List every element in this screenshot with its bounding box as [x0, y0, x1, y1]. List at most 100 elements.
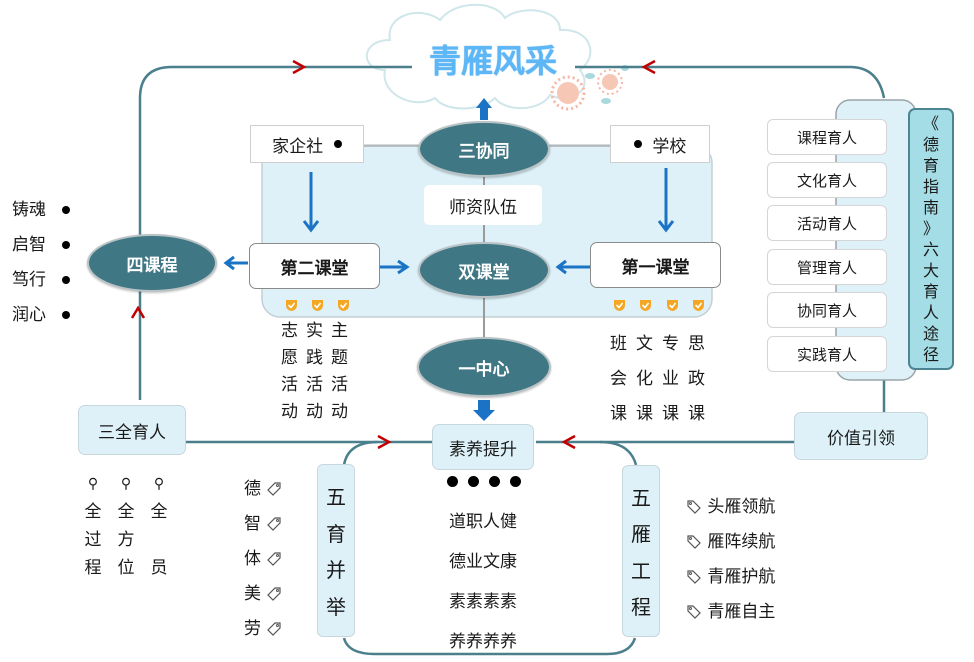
five-geese-list: 头雁领航 雁阵续航 青雁护航 青雁自主	[686, 490, 775, 630]
char: 全	[84, 502, 102, 522]
char: 活	[281, 375, 298, 395]
item-label: 青雁自主	[707, 602, 776, 622]
tag-icon	[267, 482, 282, 496]
list-item: 铸魂	[12, 193, 71, 228]
literacy-row: 养养养养	[449, 632, 517, 652]
blue-arrows	[223, 168, 675, 275]
char: 指	[922, 177, 939, 196]
six-ways-item: 活动育人	[767, 205, 887, 241]
flower-icon: ⚲	[120, 476, 132, 492]
char: 活	[331, 375, 348, 395]
item-label: 润心	[12, 305, 46, 325]
char: 践	[306, 348, 323, 368]
tag-icon	[267, 517, 282, 531]
char: 方	[117, 530, 135, 550]
literacy-row: 道职人健	[449, 512, 517, 532]
char: 动	[331, 402, 348, 422]
item-label: 智	[244, 514, 261, 534]
item-label: 头雁领航	[707, 497, 776, 517]
char: 文	[636, 334, 653, 354]
six-ways-item: 管理育人	[767, 249, 887, 285]
list-item: 青雁护航	[686, 560, 775, 595]
tag-icon	[267, 622, 282, 636]
shield-check-icon	[614, 300, 625, 311]
item-label: 体	[244, 549, 261, 569]
char: 五	[631, 485, 651, 510]
item-label: 铸魂	[12, 200, 46, 220]
char: 雁	[631, 522, 651, 547]
char: 班	[610, 334, 627, 354]
six-ways-item: 协同育人	[767, 292, 887, 328]
tag-icon	[687, 605, 701, 619]
char: 课	[688, 404, 705, 424]
char: 题	[331, 348, 348, 368]
first-class-label: 第一课堂	[621, 257, 690, 278]
san-quan-yu-ren-label: 三全育人	[98, 422, 166, 443]
red-arrows	[130, 59, 656, 450]
item-label: 雁阵续航	[707, 532, 776, 552]
char: 实	[306, 321, 323, 341]
course-column: 专 业 课	[662, 327, 679, 432]
char: 课	[610, 404, 627, 424]
shield-check-icon	[693, 300, 704, 311]
teacher-team-label: 师资队伍	[449, 197, 517, 218]
san-xie-tong-node: 三协同	[418, 121, 550, 177]
item-label: 劳	[244, 619, 261, 639]
flower-icon: ⚲	[87, 476, 99, 492]
char: 》	[922, 219, 939, 238]
wu-yu-bing-ju-box: 五 育 并 举	[317, 464, 355, 637]
char: 举	[326, 595, 346, 620]
list-item: 德	[244, 472, 282, 507]
char: 员	[150, 558, 168, 578]
tag-icon	[267, 587, 282, 601]
flower-icon: ⚲	[153, 476, 165, 492]
bullet-icon	[62, 276, 71, 284]
shield-check-icon	[312, 300, 323, 311]
six-ways-item: 实践育人	[767, 336, 887, 372]
su-yang-ti-sheng-label: 素养提升	[449, 439, 517, 460]
up-block-arrow	[476, 98, 492, 120]
shield-check-icon	[286, 300, 297, 311]
char: 过	[84, 530, 102, 550]
list-item: 启智	[12, 228, 71, 263]
bullet-icon	[489, 476, 500, 487]
su-yang-ti-sheng-box: 素养提升	[432, 424, 534, 470]
list-item: 头雁领航	[686, 490, 775, 525]
list-item: 润心	[12, 298, 71, 333]
literacy-dots	[447, 476, 521, 487]
item-label: 活动育人	[796, 214, 857, 233]
shuang-ke-tang-label: 双课堂	[458, 262, 510, 283]
first-class-box: 第一课堂	[590, 242, 721, 288]
char: 主	[331, 321, 348, 341]
item-label: 协同育人	[796, 301, 857, 320]
tag-icon	[687, 570, 701, 584]
literacy-row: 德业文康	[449, 552, 517, 572]
char: 志	[281, 321, 298, 341]
char: 德	[922, 135, 939, 154]
teacher-team-box: 师资队伍	[424, 185, 542, 225]
six-ways-item: 文化育人	[767, 162, 887, 198]
char: 南	[922, 198, 939, 217]
list-item: 笃行	[12, 263, 71, 298]
char: 大	[922, 261, 939, 280]
list-item: 劳	[244, 612, 282, 647]
course-column: 文 化 课	[636, 327, 653, 432]
char: 专	[662, 334, 679, 354]
tag-icon	[687, 500, 701, 514]
item-label: 笃行	[12, 270, 46, 290]
char: 程	[84, 558, 102, 578]
diagram-title: 青雁风采	[428, 42, 557, 80]
bullet-icon	[633, 140, 642, 148]
shield-check-icon	[338, 300, 349, 311]
char: 课	[636, 404, 653, 424]
jia-qi-she-label: 家企社	[272, 136, 324, 157]
second-class-label: 第二课堂	[280, 258, 349, 279]
three-all-columns: ⚲ 全 过 程 ⚲ 全 方 位 ⚲ 全 员	[84, 470, 168, 582]
bullet-icon	[62, 241, 71, 249]
char: 育	[326, 521, 346, 546]
char: 五	[326, 484, 346, 509]
activity-column: 志 愿 活 动	[281, 318, 298, 426]
three-all-column: ⚲ 全 员	[150, 470, 168, 582]
tag-icon	[267, 552, 282, 566]
si-ke-cheng-node: 四课程	[87, 234, 217, 292]
